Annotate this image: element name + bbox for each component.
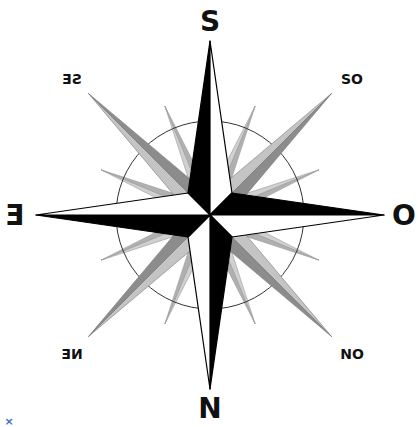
intercardinal-label: NE — [61, 347, 82, 361]
cardinal-label: S — [200, 8, 220, 36]
cardinal-label: O — [392, 202, 416, 230]
cardinal-label: E — [5, 202, 24, 230]
star-point — [210, 215, 232, 389]
broken-image-mark: × — [4, 415, 13, 426]
star-point — [188, 215, 210, 389]
star-point — [210, 41, 232, 215]
star-point — [36, 193, 210, 215]
star-point — [36, 215, 210, 237]
star-point — [210, 193, 384, 215]
intercardinal-label: SE — [62, 72, 82, 86]
star-point — [210, 215, 384, 237]
intercardinal-label: SO — [341, 72, 363, 86]
intercardinal-label: NO — [340, 347, 364, 361]
cardinal-label: N — [198, 395, 221, 423]
star-point — [188, 41, 210, 215]
